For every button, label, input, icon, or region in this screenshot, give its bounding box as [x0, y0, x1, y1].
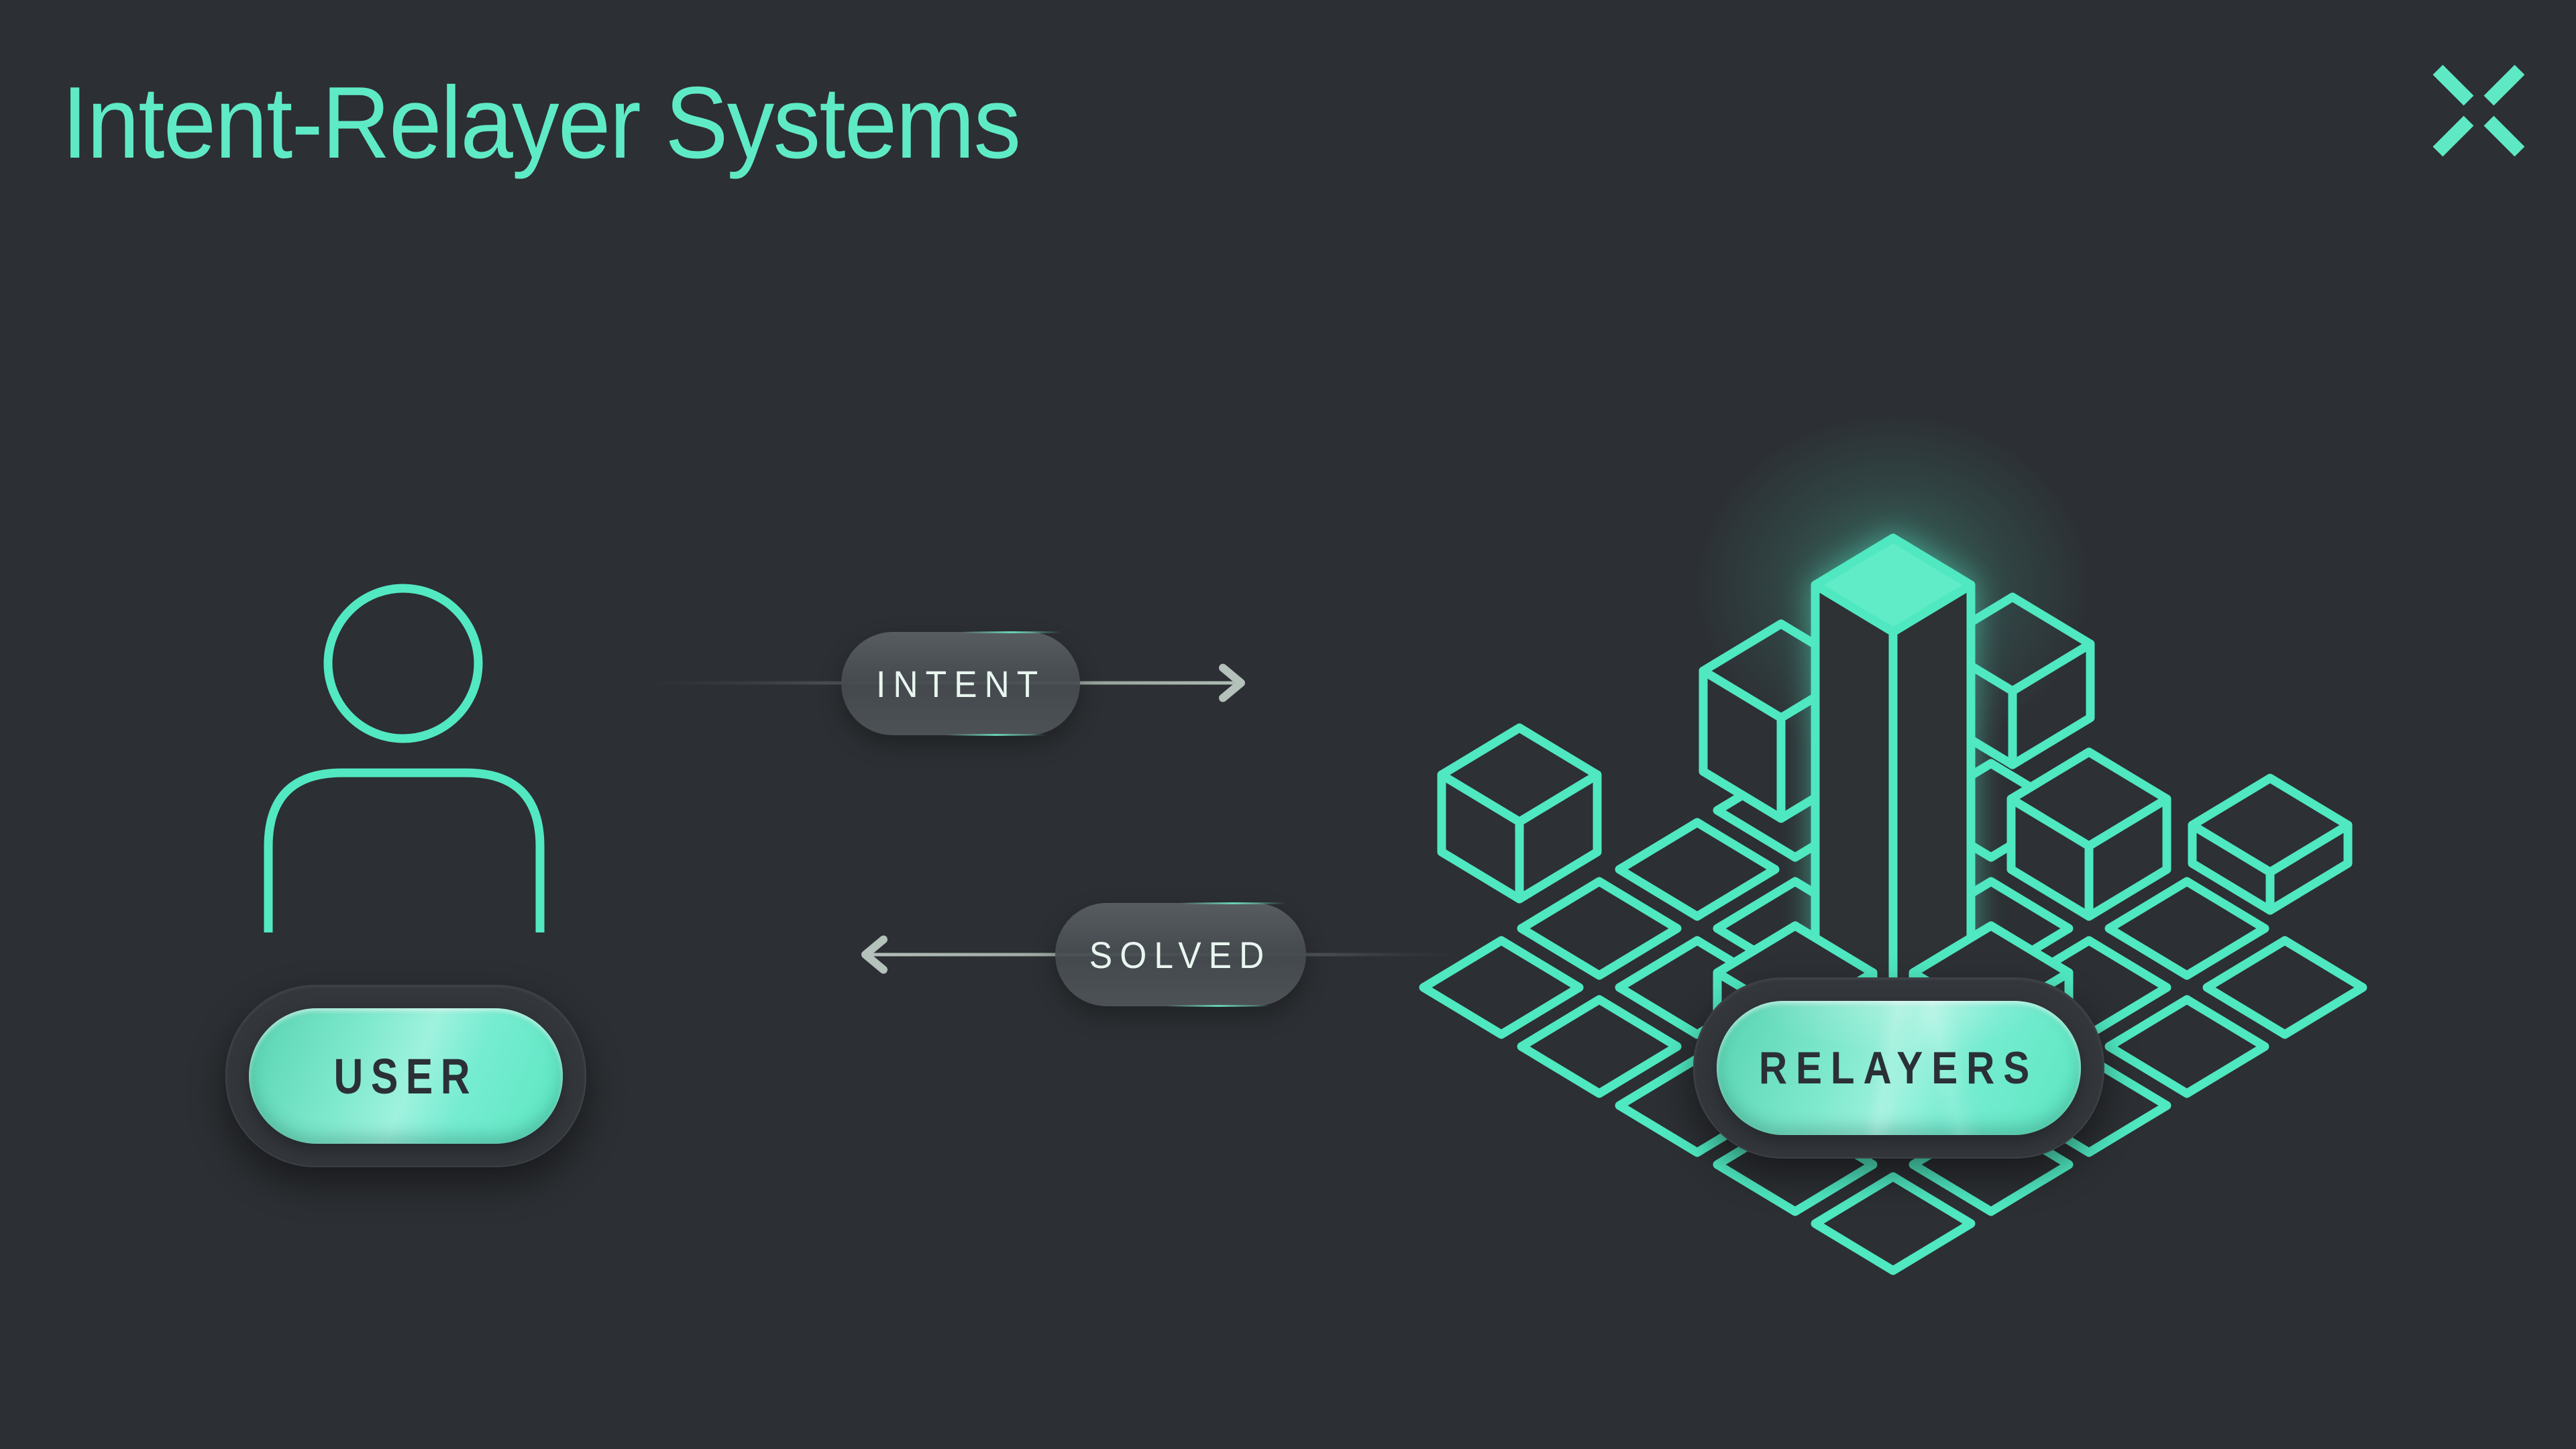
grid-tile	[1811, 1172, 1976, 1275]
close-button[interactable]	[2422, 54, 2536, 168]
relayer-slab	[2188, 773, 2353, 915]
intent-pill-label: INTENT	[875, 662, 1046, 705]
solved-pill: SOLVED	[1055, 902, 1306, 1007]
grid-tile	[1517, 995, 1682, 1098]
grid-tile	[2104, 877, 2269, 980]
relayer-cube	[2006, 747, 2171, 921]
user-pill-label: USER	[333, 1048, 478, 1104]
grid-tile	[1419, 936, 1584, 1039]
pill-accent-edge	[1181, 902, 1287, 904]
person-shoulders	[264, 768, 545, 932]
pill-accent-edge	[946, 734, 1047, 736]
relayers-node: RELAYERS	[1693, 977, 2104, 1159]
page-title: Intent-Relayer Systems	[62, 66, 1021, 180]
person-head	[323, 584, 483, 743]
grid-tile	[2202, 936, 2367, 1039]
user-pill: USER	[249, 1008, 563, 1144]
pill-accent-edge	[1165, 1005, 1271, 1007]
grid-tile	[1517, 877, 1682, 980]
grid-tile	[2104, 995, 2269, 1098]
relayers-pill-label: RELAYERS	[1759, 1042, 2039, 1093]
relayer-cube	[1437, 723, 1602, 904]
grid-tile	[1615, 818, 1780, 921]
relayer-tower	[1811, 533, 1976, 1039]
user-person-icon	[264, 584, 545, 932]
relayers-pill: RELAYERS	[1717, 1001, 2081, 1135]
close-icon	[2432, 64, 2525, 157]
relayers-network-illustration	[1419, 411, 2367, 1275]
user-node: USER	[225, 985, 586, 1167]
intent-pill: INTENT	[841, 631, 1080, 736]
pill-accent-edge	[961, 631, 1061, 633]
solved-pill-label: SOLVED	[1089, 933, 1272, 976]
